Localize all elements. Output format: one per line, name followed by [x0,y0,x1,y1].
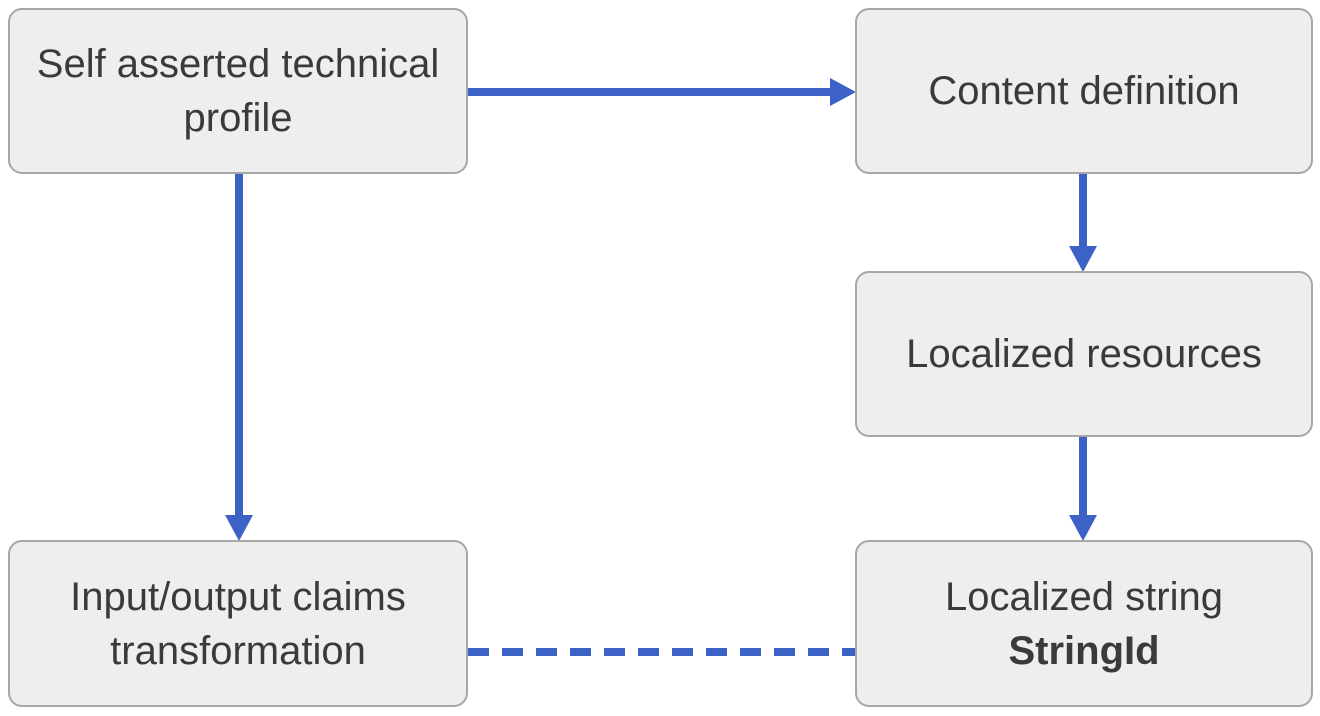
node-label: Input/output claims transformation [70,574,406,673]
node-input-output-claims-transformation: Input/output claims transformation [8,540,468,707]
node-localized-resources: Localized resources [855,271,1313,437]
node-label: Self asserted technical profile [36,42,440,140]
edge-profile-to-claims-transformation [225,174,253,541]
node-self-asserted-technical-profile: Self asserted technical profile [8,8,468,174]
edge-content-definition-to-localized-resources [1069,174,1097,272]
node-content-definition: Content definition [855,8,1313,174]
node-label: Content definition [928,69,1240,113]
node-localized-string: Localized string StringId [855,540,1313,707]
node-sublabel-stringid: StringId [1008,628,1160,673]
edge-profile-to-content-definition [468,78,856,106]
node-label: Localized resources [906,332,1262,376]
node-label: Localized string [945,574,1223,619]
edge-localized-resources-to-localized-string [1069,437,1097,541]
